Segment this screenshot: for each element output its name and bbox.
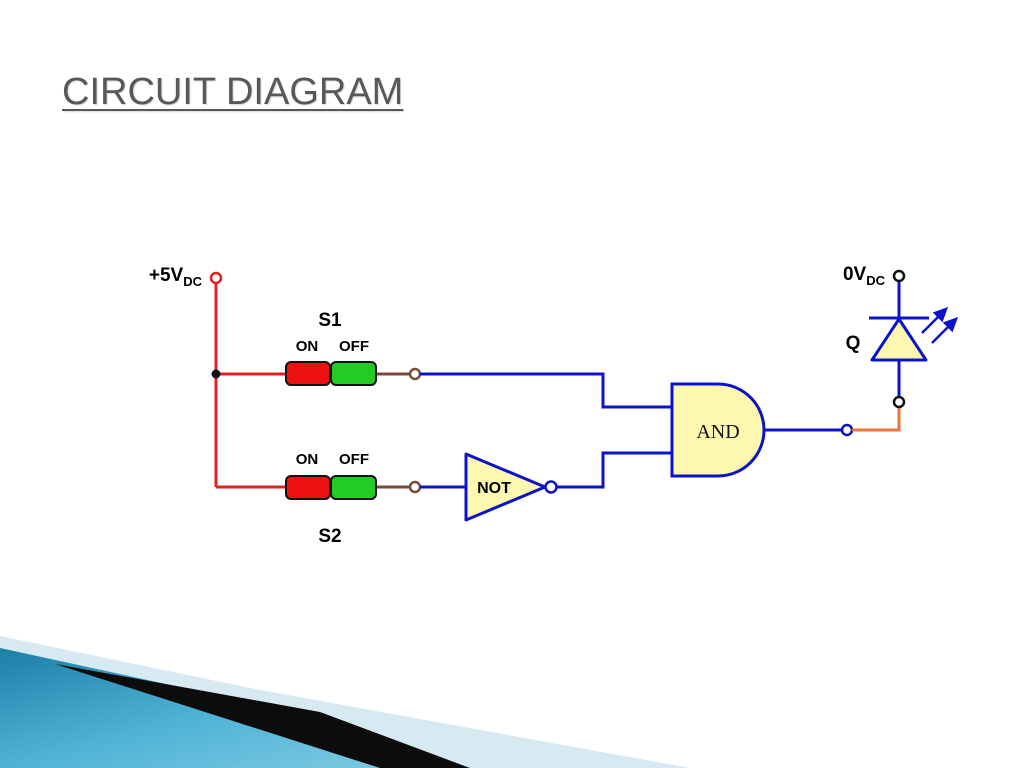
not-gate: NOT (464, 452, 558, 522)
switch-s2-on-label: ON (296, 451, 319, 468)
supply-wiring (214, 284, 287, 489)
led-light-arrows (921, 306, 959, 344)
switch-s1-on-pad (285, 361, 331, 386)
supply-terminal (209, 271, 223, 285)
and-gate: AND (670, 382, 766, 478)
corner-swoosh-dark (55, 664, 470, 768)
switch-s1-off-label: OFF (339, 338, 369, 355)
led-label: Q (846, 333, 861, 354)
and-gate-label: AND (696, 421, 739, 443)
ground-label: 0VDC (843, 264, 886, 288)
switch-s2[interactable] (285, 475, 377, 500)
logic-wiring (420, 282, 901, 489)
switch-s1-off-pad (330, 361, 377, 386)
switch-s1-name: S1 (318, 310, 342, 331)
switch-s2-output-terminal (408, 480, 422, 494)
output-to-led-wire (852, 408, 901, 432)
switch-s1-output-terminal (408, 367, 422, 381)
ground-terminal (892, 269, 906, 283)
and-output-terminal (840, 423, 854, 437)
switch-s2-name: S2 (318, 526, 341, 547)
switch-s2-off-pad (330, 475, 377, 500)
not-to-and-wire (557, 451, 672, 489)
led-triangle (870, 317, 928, 362)
corner-decoration (0, 636, 690, 768)
led-diode (869, 306, 959, 362)
switch-s2-off-label: OFF (339, 451, 369, 468)
led-anode-terminal (892, 395, 906, 409)
not-gate-bubble (544, 480, 558, 494)
not-gate-body (464, 452, 547, 522)
not-gate-label: NOT (477, 480, 511, 497)
and-gate-body (670, 382, 766, 478)
junction-dot (211, 369, 221, 379)
slide-title: CIRCUIT DIAGRAM (62, 71, 404, 113)
switch-s1[interactable] (285, 361, 377, 386)
switch-s2-on-pad (285, 475, 331, 500)
s1-to-and-wire (420, 372, 672, 409)
switch-s1-on-label: ON (296, 338, 319, 355)
supply-label: +5VDC (149, 265, 203, 289)
